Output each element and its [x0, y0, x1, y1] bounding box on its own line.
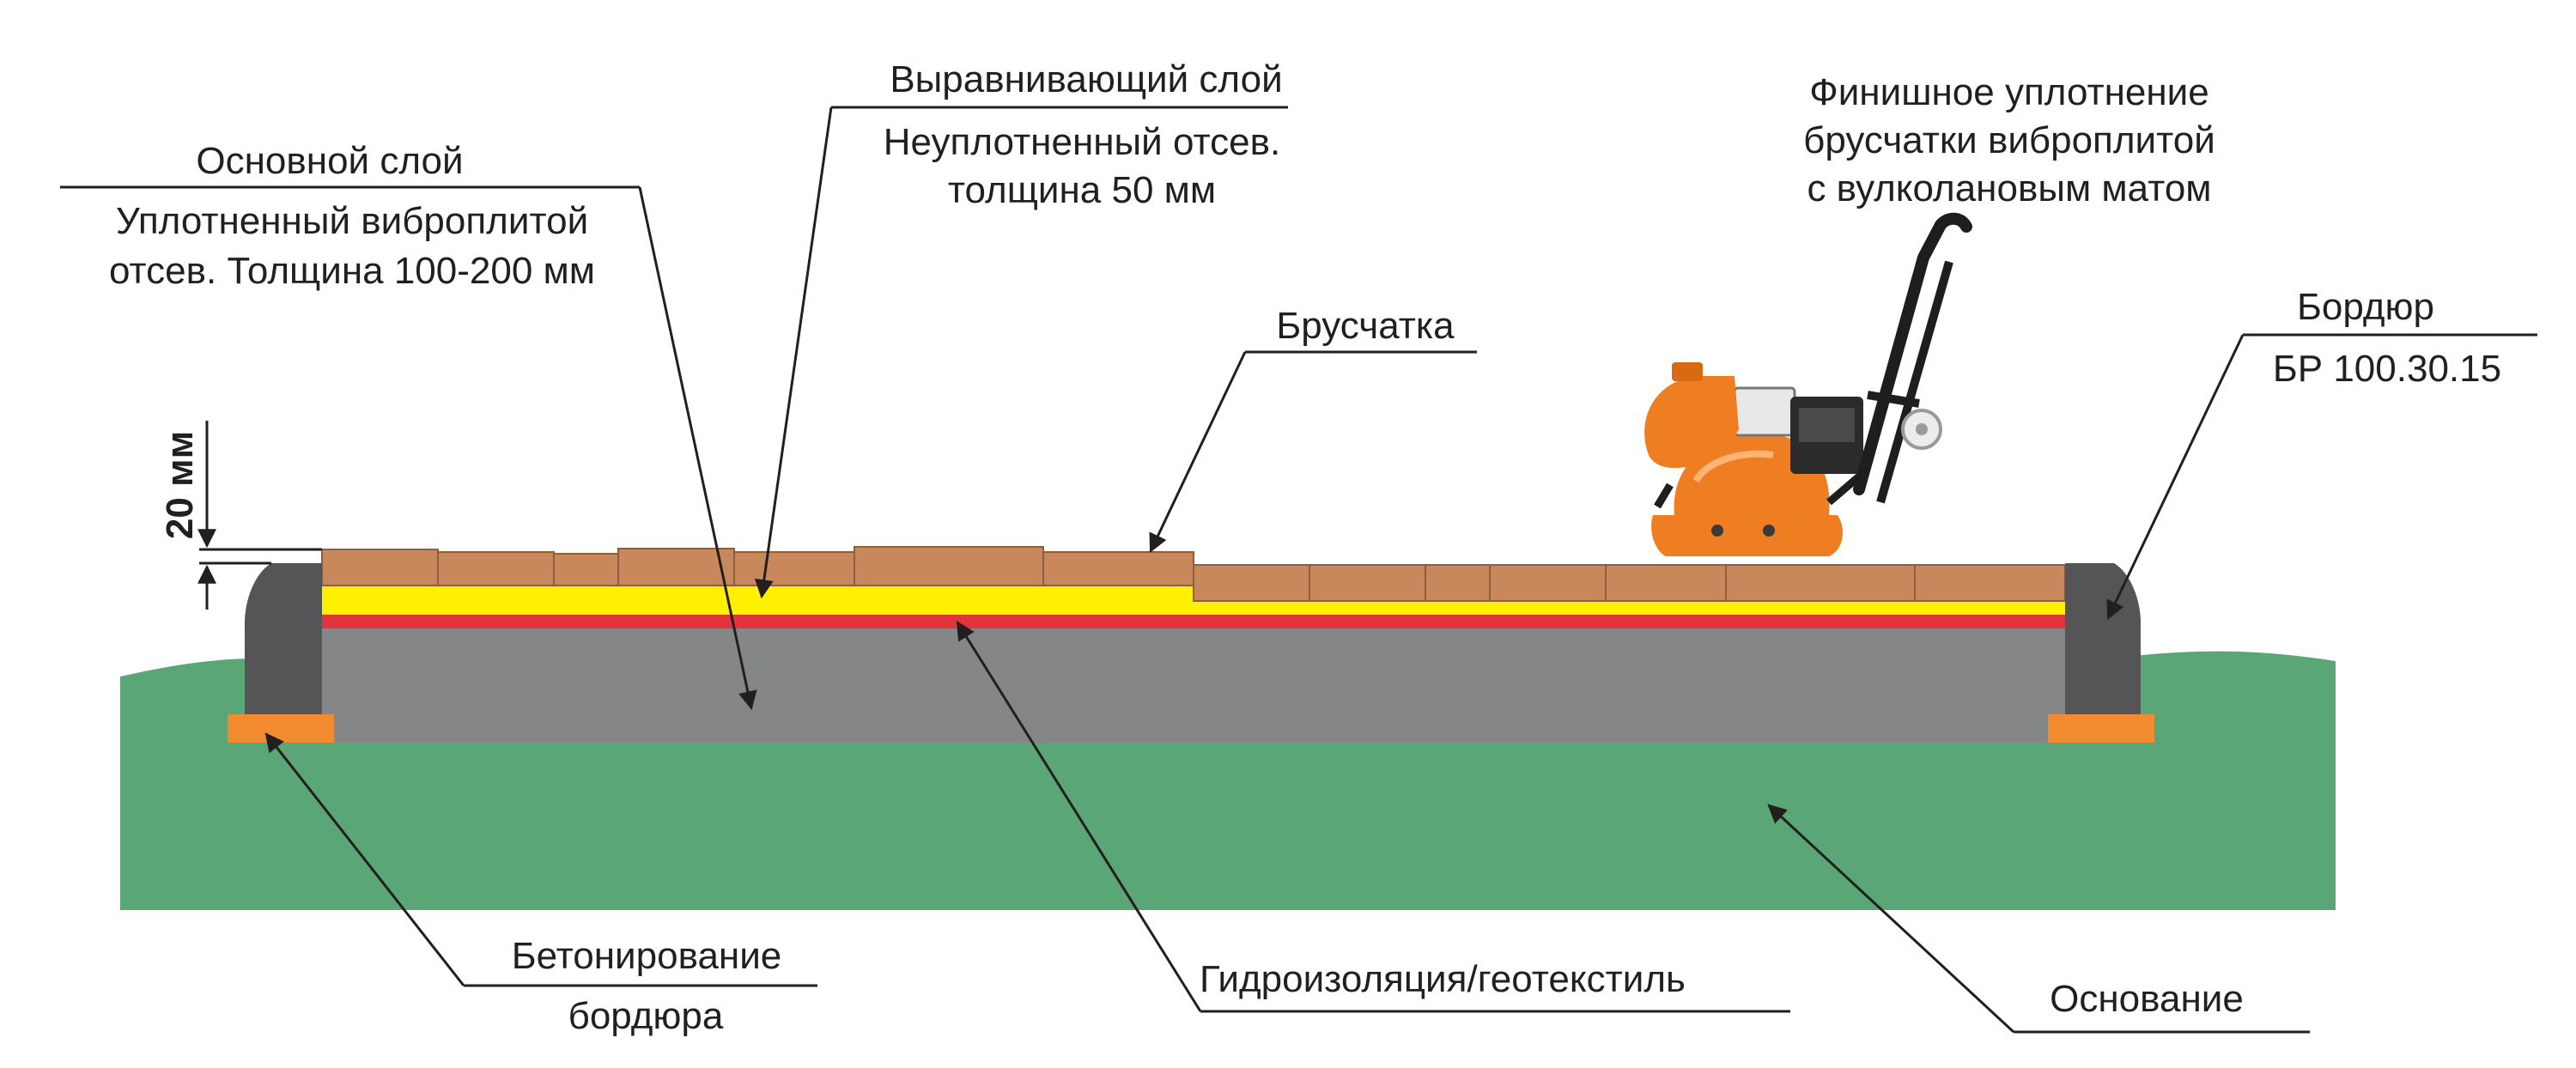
paver [437, 551, 555, 586]
base-layer [322, 618, 2065, 743]
paver [1042, 551, 1194, 586]
finishing-line1: Финишное уплотнение [1809, 71, 2208, 113]
base-layer-desc-line2: отсев. Толщина 100-200 мм [109, 250, 595, 292]
curb-code: БР 100.30.15 [2273, 348, 2501, 390]
paver [617, 548, 735, 586]
paver [1425, 564, 1491, 602]
dimension-label: 20 мм [159, 431, 201, 539]
paving-stones [321, 546, 2066, 602]
leveling-layer-title: Выравнивающий слой [890, 58, 1282, 100]
leveling-layer-desc-line2: толщина 50 мм [948, 169, 1216, 211]
curb-concrete-left [228, 714, 334, 743]
paver [1725, 564, 1916, 602]
curb-concreting-callout: Бетонирование бордюра [264, 732, 817, 1037]
curb-concrete-right [2048, 714, 2154, 743]
leveling-layer-desc-line1: Неуплотненный отсев. [884, 121, 1280, 163]
curb-concreting-line2: бордюра [568, 995, 724, 1037]
curb-title: Бордюр [2297, 286, 2434, 328]
paver [553, 553, 619, 586]
paver [321, 549, 439, 586]
curb-concreting-line1: Бетонирование [512, 935, 782, 977]
finishing-compaction-callout: Финишное уплотнение брусчатки виброплито… [1803, 71, 2215, 209]
paver [1489, 564, 1607, 602]
base-layer-desc-line1: Уплотненный виброплитой [116, 200, 588, 242]
dimension-marker: 20 мм [159, 421, 322, 610]
curb-callout: Бордюр БР 100.30.15 [2106, 286, 2537, 620]
curb-right [2065, 563, 2141, 714]
plate-compactor-icon [1644, 212, 1972, 556]
paver [1309, 564, 1426, 602]
paver [733, 551, 855, 586]
foundation-callout: Основание [1767, 804, 2310, 1034]
finishing-line3: с вулколановым матом [1807, 167, 2211, 209]
paver [1605, 564, 1727, 602]
foundation-label: Основание [2050, 978, 2244, 1020]
base-layer-title: Основной слой [196, 140, 463, 182]
curb-left [245, 563, 322, 714]
ground-foundation [120, 651, 2336, 910]
paver [1193, 564, 1310, 602]
waterproofing-label: Гидроизоляция/геотекстиль [1200, 958, 1686, 1000]
finishing-line2: брусчатки виброплитой [1803, 119, 2215, 161]
paver [854, 546, 1044, 586]
geotextile-layer [322, 615, 2065, 628]
paving-callout: Брусчатка [1149, 305, 1477, 553]
paver [1914, 564, 2066, 602]
leveling-layer-callout: Выравнивающий слой Неуплотненный отсев. … [754, 58, 1288, 599]
waterproofing-callout: Гидроизоляция/геотекстиль [956, 621, 1790, 1013]
paving-label: Брусчатка [1276, 305, 1455, 347]
base-layer-callout: Основной слой Уплотненный виброплитой от… [60, 140, 757, 711]
